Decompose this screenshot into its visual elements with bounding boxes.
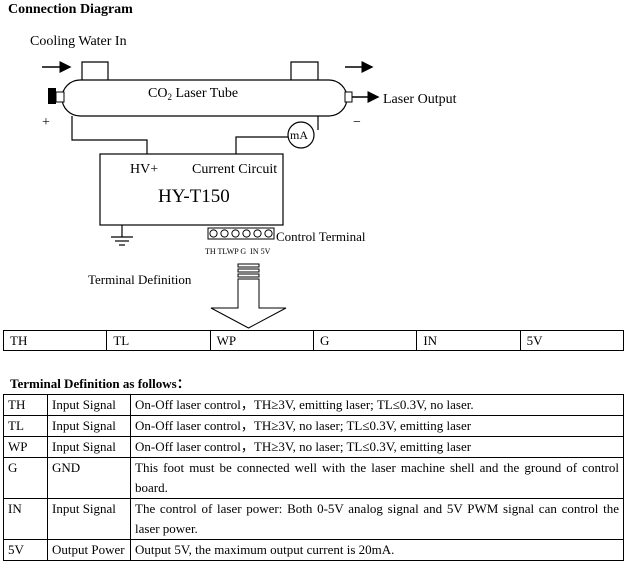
laser-output-label: Laser Output — [383, 92, 457, 107]
table-row: TH Input Signal On-Off laser control，TH≥… — [3, 394, 624, 416]
hv-wire — [71, 116, 148, 155]
pin-cell: TH — [3, 394, 48, 416]
table-row: IN Input Signal The control of laser pow… — [3, 498, 624, 540]
terminal-cell-th: TH — [2, 330, 108, 351]
type-cell: Input Signal — [47, 415, 131, 437]
tube-left-flange — [55, 91, 65, 103]
ammeter-icon — [287, 121, 315, 149]
hv-plus-label: HV+ — [130, 162, 158, 177]
terminal-cell-wp: WP — [209, 330, 314, 351]
control-terminal-label: Control Terminal — [276, 229, 366, 244]
pin-labels: TH TLWP G IN 5V — [205, 247, 271, 256]
minus-sign: − — [353, 115, 361, 130]
model-label: HY-T150 — [158, 186, 230, 207]
desc-cell: Output 5V, the maximum output current is… — [130, 539, 624, 561]
type-cell: Output Power — [47, 539, 131, 561]
terminal-definition-label: Terminal Definition — [88, 272, 192, 287]
terminal-row-table: TH TL WP G IN 5V — [2, 330, 625, 351]
definitions-title: Terminal Definition as follows： — [10, 376, 190, 391]
desc-cell: On-Off laser control，TH≥3V, no laser; TL… — [130, 436, 624, 458]
plus-sign: + — [42, 115, 50, 130]
cooling-water-in-label: Cooling Water In — [30, 34, 127, 49]
tube-label: CO2 Laser Tube — [148, 86, 238, 102]
pin-cell: TL — [3, 415, 48, 437]
pin-cell: WP — [3, 436, 48, 458]
power-supply-box — [99, 153, 284, 226]
pin-cell: G — [3, 457, 48, 499]
tube-right-flange — [344, 91, 353, 103]
tube-left-cap — [48, 88, 56, 104]
section-title: Connection Diagram — [8, 2, 133, 17]
table-row: TH TL WP G IN 5V — [2, 330, 625, 351]
terminal-block — [207, 227, 275, 240]
pin-cell: 5V — [3, 539, 48, 561]
desc-cell: On-Off laser control，TH≥3V, no laser; TL… — [130, 415, 624, 437]
desc-cell: The control of laser power: Both 0-5V an… — [130, 498, 624, 540]
ammeter-label: mA — [290, 128, 308, 142]
terminal-cell-in: IN — [416, 330, 521, 351]
table-row: 5V Output Power Output 5V, the maximum o… — [3, 539, 624, 561]
down-arrow — [210, 263, 287, 329]
connection-diagram: Cooling Water In CO2 Laser Tube Laser Ou… — [30, 34, 457, 329]
definitions-table: TH Input Signal On-Off laser control，TH≥… — [3, 394, 624, 561]
water-outlet-pipe — [290, 61, 319, 85]
desc-cell: On-Off laser control，TH≥3V, emitting las… — [130, 394, 624, 416]
type-cell: Input Signal — [47, 436, 131, 458]
table-row: G GND This foot must be connected well w… — [3, 457, 624, 499]
pin-cell: IN — [3, 498, 48, 540]
type-cell: GND — [47, 457, 131, 499]
terminal-cell-tl: TL — [106, 330, 211, 351]
type-cell: Input Signal — [47, 394, 131, 416]
current-circuit-label: Current Circuit — [192, 162, 277, 177]
table-row: WP Input Signal On-Off laser control，TH≥… — [3, 436, 624, 458]
terminal-cell-g: G — [312, 330, 418, 351]
terminal-cell-5v: 5V — [519, 330, 625, 351]
ammeter-wire — [235, 136, 288, 155]
type-cell: Input Signal — [47, 498, 131, 540]
desc-cell: This foot must be connected well with th… — [130, 457, 624, 499]
water-inlet-pipe — [81, 61, 109, 85]
table-row: TL Input Signal On-Off laser control，TH≥… — [3, 415, 624, 437]
